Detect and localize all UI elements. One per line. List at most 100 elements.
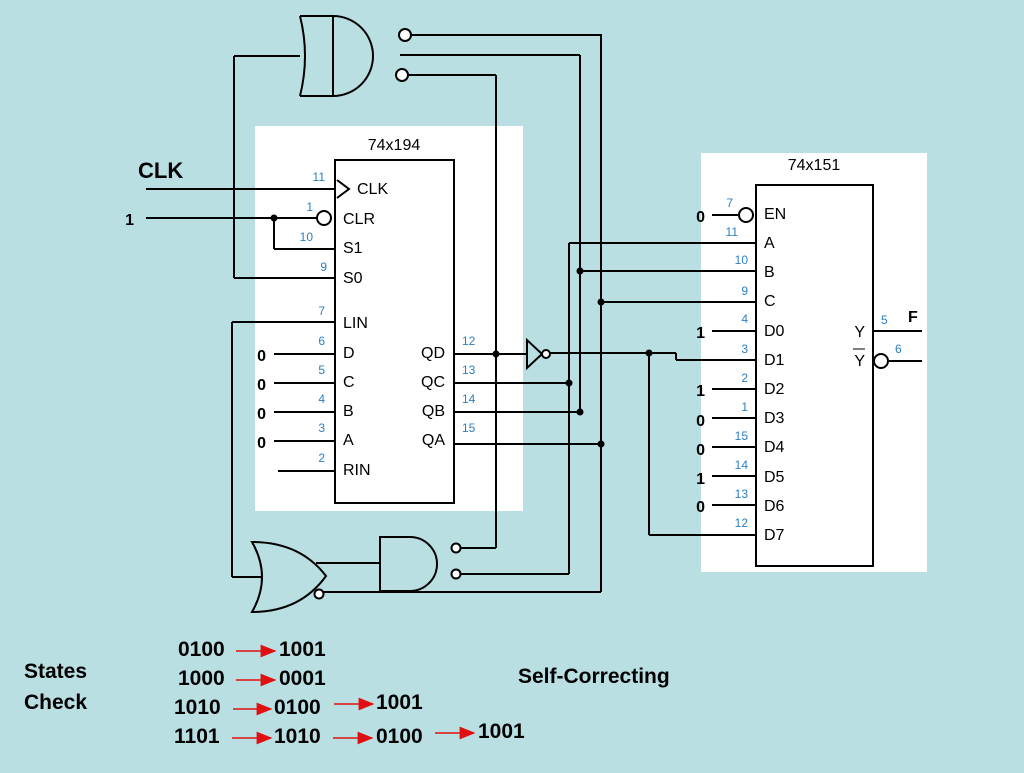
- sr-pin-d-label: D: [343, 345, 355, 362]
- en-inversion-bubble: [738, 207, 754, 223]
- mux-panel: [701, 153, 927, 572]
- state-value: 1101: [174, 725, 220, 748]
- clk-input-label: CLK: [138, 158, 183, 183]
- inverter-gate: [526, 337, 544, 371]
- top-nand-gate-body: [299, 15, 333, 97]
- mux-pin-d7-label: D7: [764, 527, 785, 544]
- mux-output-ybar-label: Y: [854, 353, 865, 370]
- and-input-bubble: [450, 542, 462, 554]
- sr-output-qb-label: QB: [422, 403, 445, 420]
- mux-pin-number: 10: [735, 253, 749, 267]
- sr-pin-number: 2: [318, 451, 325, 465]
- sr-pin-number: 10: [300, 230, 314, 244]
- mux-d0-value: 1: [696, 325, 705, 342]
- mux-pin-number: 13: [735, 487, 749, 501]
- sr-data-a-value: 0: [257, 435, 266, 452]
- mux-pin-number: 3: [741, 342, 748, 356]
- mux-pin-en-label: EN: [764, 206, 786, 223]
- mux-pin-d2-label: D2: [764, 381, 785, 398]
- sr-pin-rin-label: RIN: [343, 462, 371, 479]
- inverter-output-wire: [550, 352, 756, 536]
- sr-pin-b-label: B: [343, 403, 354, 420]
- shift-register-input-wires: [146, 188, 335, 472]
- clr-inversion-bubble: [316, 210, 332, 226]
- top-nand-gate: [332, 14, 374, 98]
- junction-dots: [492, 267, 653, 448]
- nand-input-bubble: [398, 28, 412, 42]
- sr-pin-number: 7: [318, 304, 325, 318]
- mux-output-f-label: F: [908, 309, 918, 326]
- state-value: 1010: [174, 696, 221, 719]
- mux-output-number: 5: [881, 313, 888, 327]
- sr-pin-clk-label: CLK: [357, 181, 388, 198]
- mux-chip: [755, 184, 874, 567]
- mux-pin-number: 4: [741, 312, 748, 326]
- sr-output-number: 15: [462, 421, 476, 435]
- clr-input-value: 1: [125, 212, 134, 229]
- states-check-label: States: [24, 660, 87, 683]
- mux-output-number: 6: [895, 342, 902, 356]
- sr-output-number: 14: [462, 392, 476, 406]
- mux-en-value: 0: [696, 209, 705, 226]
- state-value: 1000: [178, 667, 225, 690]
- or-input-bubble: [313, 588, 325, 600]
- mux-pin-d4-label: D4: [764, 439, 785, 456]
- or-gate: [250, 540, 328, 614]
- nand-input-bubble: [395, 68, 409, 82]
- shift-register-chip: [334, 159, 455, 504]
- sr-pin-number: 5: [318, 363, 325, 377]
- mux-pin-d5-label: D5: [764, 469, 785, 486]
- y-inversion-bubble: [873, 353, 889, 369]
- mux-pin-b-label: B: [764, 264, 775, 281]
- sr-data-c-value: 0: [257, 377, 266, 394]
- top-gate-wires: [233, 34, 601, 548]
- sr-data-d-value: 0: [257, 348, 266, 365]
- mux-pin-number: 15: [735, 429, 749, 443]
- shift-register-panel: [255, 126, 523, 511]
- shift-register-title: 74x194: [368, 137, 421, 154]
- sr-pin-lin-label: LIN: [343, 315, 368, 332]
- or-gate-output-wire: [231, 321, 278, 578]
- mux-pin-number: 12: [735, 516, 749, 530]
- mux-pin-d1-label: D1: [764, 352, 785, 369]
- mux-pin-number: 14: [735, 458, 749, 472]
- mux-pin-a-label: A: [764, 235, 775, 252]
- sr-pin-c-label: C: [343, 374, 355, 391]
- sr-pin-number: 1: [306, 200, 313, 214]
- sr-output-qc-label: QC: [421, 374, 445, 391]
- state-value: 1001: [279, 638, 326, 661]
- sr-pin-number: 11: [313, 170, 326, 184]
- sr-output-qa-label: QA: [422, 432, 445, 449]
- mux-pin-number: 2: [741, 371, 748, 385]
- inverter-bubble: [541, 349, 551, 359]
- mux-d4-value: 0: [696, 442, 705, 459]
- state-value: 1010: [274, 725, 321, 748]
- states-check-label: Check: [24, 691, 87, 714]
- sr-pin-a-label: A: [343, 432, 354, 449]
- mux-output-y-label: Y: [854, 324, 865, 341]
- state-value: 0100: [376, 725, 423, 748]
- state-value: 1001: [478, 720, 525, 743]
- sr-output-number: 13: [462, 363, 476, 377]
- mux-pin-d3-label: D3: [764, 410, 785, 427]
- mux-d3-value: 0: [696, 413, 705, 430]
- mux-d2-value: 1: [696, 383, 705, 400]
- bottom-and-gate: [379, 536, 438, 592]
- bottom-gate-wires: [316, 547, 601, 593]
- mux-pin-d6-label: D6: [764, 498, 785, 515]
- mux-pin-c-label: C: [764, 293, 776, 310]
- state-value: 1001: [376, 691, 423, 714]
- clock-triangle-icon: [336, 179, 351, 199]
- and-input-bubble: [450, 568, 462, 580]
- mux-pin-d0-label: D0: [764, 323, 785, 340]
- mux-d6-value: 0: [696, 499, 705, 516]
- mux-pin-number: 1: [741, 400, 748, 414]
- sr-pin-number: 9: [320, 260, 327, 274]
- sr-pin-number: 6: [318, 334, 325, 348]
- mux-pin-number: 9: [741, 284, 748, 298]
- sr-output-number: 12: [462, 334, 476, 348]
- sr-pin-s0-label: S0: [343, 270, 363, 287]
- mux-pin-number: 7: [726, 196, 733, 210]
- sr-output-qd-label: QD: [421, 345, 445, 362]
